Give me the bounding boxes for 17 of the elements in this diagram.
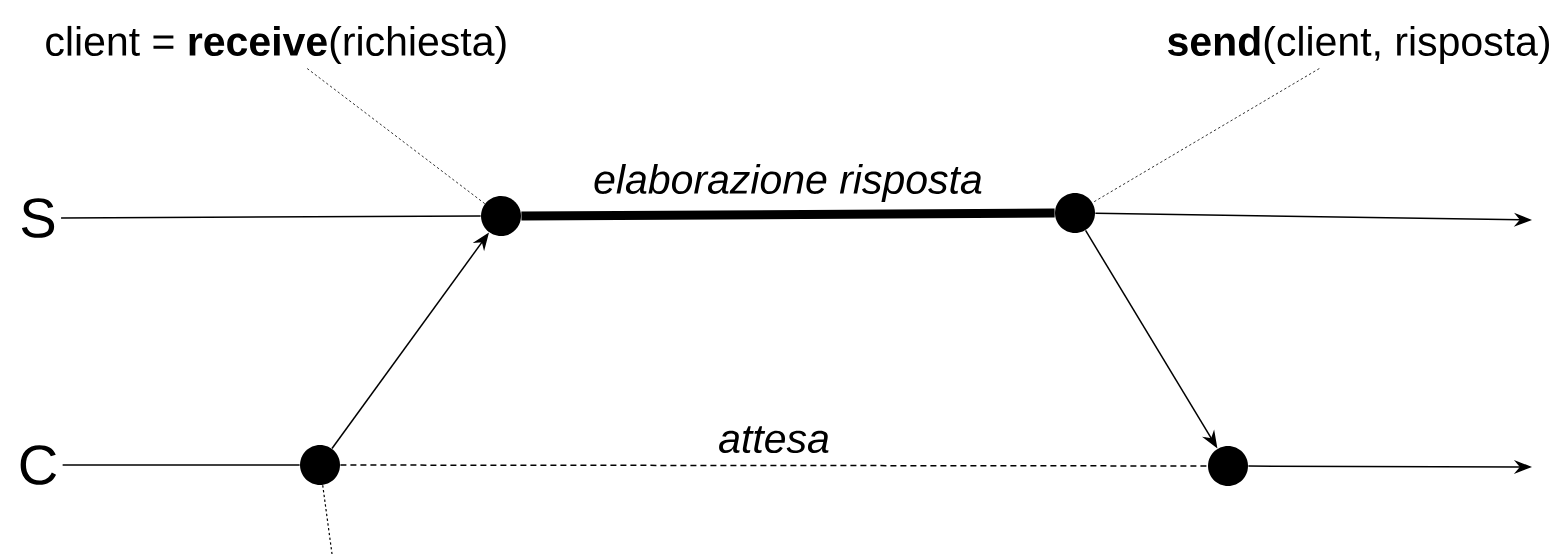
call-label: client = receive(richiesta) (46, 25, 506, 65)
event-dot (300, 445, 340, 485)
lane-label: S (21, 198, 55, 238)
event-dot (1208, 446, 1248, 486)
call-label: send(client, risposta) (1168, 25, 1549, 65)
edge-label: attesa (719, 426, 829, 454)
leader-line (1092, 68, 1320, 204)
event-dot (481, 196, 521, 236)
event-dot (1055, 193, 1095, 233)
timeline-line (60, 215, 482, 219)
lane-label: C (20, 445, 57, 485)
timeline-line (61, 464, 301, 466)
processing-bar (521, 208, 1055, 221)
leader-line (306, 68, 486, 205)
timeline-line (339, 464, 1209, 467)
leader-line (322, 484, 333, 554)
edge-label: elaborazione risposta (594, 163, 982, 203)
